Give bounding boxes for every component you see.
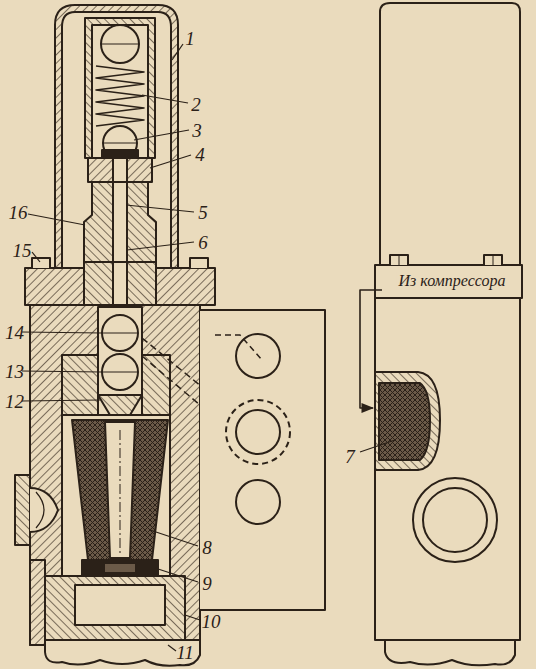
callout-number: 2: [189, 94, 203, 115]
flow-label: Из компрессора: [397, 272, 508, 290]
callout-number: 6: [196, 232, 210, 253]
callout-number: 5: [196, 202, 210, 223]
callout-number: 4: [193, 144, 207, 165]
callout-number: 10: [200, 611, 223, 632]
callout-number: 13: [3, 361, 26, 382]
callout-number: 8: [200, 537, 214, 558]
callout-number: 12: [3, 391, 26, 412]
callout-number: 7: [343, 446, 357, 467]
callout-number: 3: [190, 120, 204, 141]
callout-number: 9: [200, 573, 214, 594]
callout-number: 15: [11, 240, 34, 261]
callout-number: 11: [174, 642, 196, 663]
callout-number: 16: [7, 202, 30, 223]
callout-number: 1: [183, 28, 197, 49]
callout-number: 14: [3, 322, 26, 343]
